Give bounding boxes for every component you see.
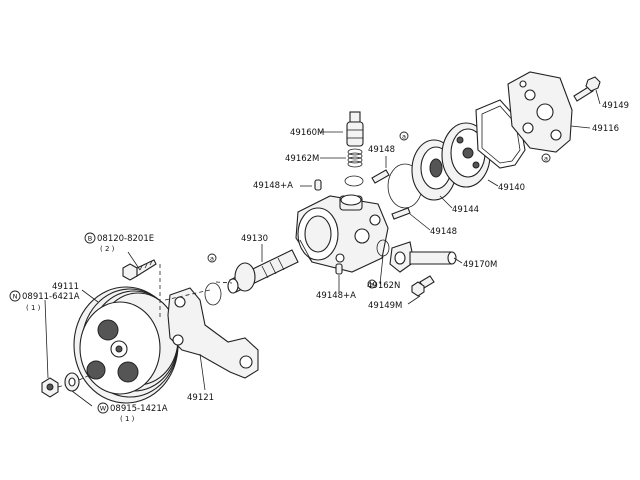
label-08911-qty: ( 1 ) <box>26 304 41 312</box>
pin-top <box>314 179 322 191</box>
pump-body <box>295 194 389 273</box>
label-49149: 49149 <box>602 101 629 111</box>
label-49148a-lower: 49148+A <box>316 291 356 301</box>
outlet-fitting <box>389 241 457 273</box>
rear-cover-bolt <box>573 76 601 102</box>
label-49130: 49130 <box>241 234 268 244</box>
marker-a-outlet: a <box>367 279 377 289</box>
marker-n-nut: N <box>9 290 21 302</box>
pulley-washer <box>64 372 80 392</box>
drive-shaft <box>227 249 299 294</box>
pulley-nut <box>41 377 59 398</box>
label-08915-qty: ( 1 ) <box>120 415 135 423</box>
bracket <box>167 287 259 379</box>
dowel-pin-upper <box>371 169 390 184</box>
label-49121: 49121 <box>187 393 214 403</box>
bracket-bolt <box>122 259 157 281</box>
rear-cover <box>507 71 573 153</box>
pin-bottom <box>335 263 343 275</box>
svg-text:a: a <box>402 133 406 141</box>
label-49162m: 49162M <box>285 154 319 164</box>
label-08120: 08120-8201E <box>97 234 154 244</box>
marker-b-bolt: B <box>84 232 96 244</box>
marker-a-valve: a <box>399 131 409 141</box>
valve-o-ring <box>344 175 364 187</box>
label-49140: 49140 <box>498 183 525 193</box>
label-49148a-upper: 49148+A <box>253 181 293 191</box>
label-49148-upper: 49148 <box>368 145 395 155</box>
svg-text:a: a <box>544 155 548 163</box>
label-49116: 49116 <box>592 124 619 134</box>
svg-text:W: W <box>100 405 107 413</box>
label-49111: 49111 <box>52 282 79 292</box>
label-49162n: 49162N <box>367 281 400 291</box>
shaft-o-ring <box>204 282 222 306</box>
label-08120-qty: ( 2 ) <box>100 245 115 253</box>
pulley <box>73 286 179 404</box>
label-49144: 49144 <box>452 205 479 215</box>
valve-spring <box>347 148 363 168</box>
svg-text:a: a <box>210 255 214 263</box>
dowel-pin-lower <box>391 207 411 220</box>
marker-w-washer: W <box>97 402 109 414</box>
label-49170m: 49170M <box>463 260 497 270</box>
label-49148-lower: 49148 <box>430 227 457 237</box>
leader-lines <box>44 89 601 407</box>
svg-text:a: a <box>370 281 374 289</box>
label-49160m: 49160M <box>290 128 324 138</box>
label-08911: 08911-6421A <box>22 292 80 302</box>
outlet-bolt <box>411 275 435 297</box>
svg-text:N: N <box>13 293 18 301</box>
marker-a-shaft: a <box>207 253 217 263</box>
label-49149m: 49149M <box>368 301 402 311</box>
flow-control-valve <box>346 111 364 147</box>
svg-text:B: B <box>88 235 92 243</box>
marker-a-cover: a <box>541 153 551 163</box>
label-08915: 08915-1421A <box>110 404 168 414</box>
